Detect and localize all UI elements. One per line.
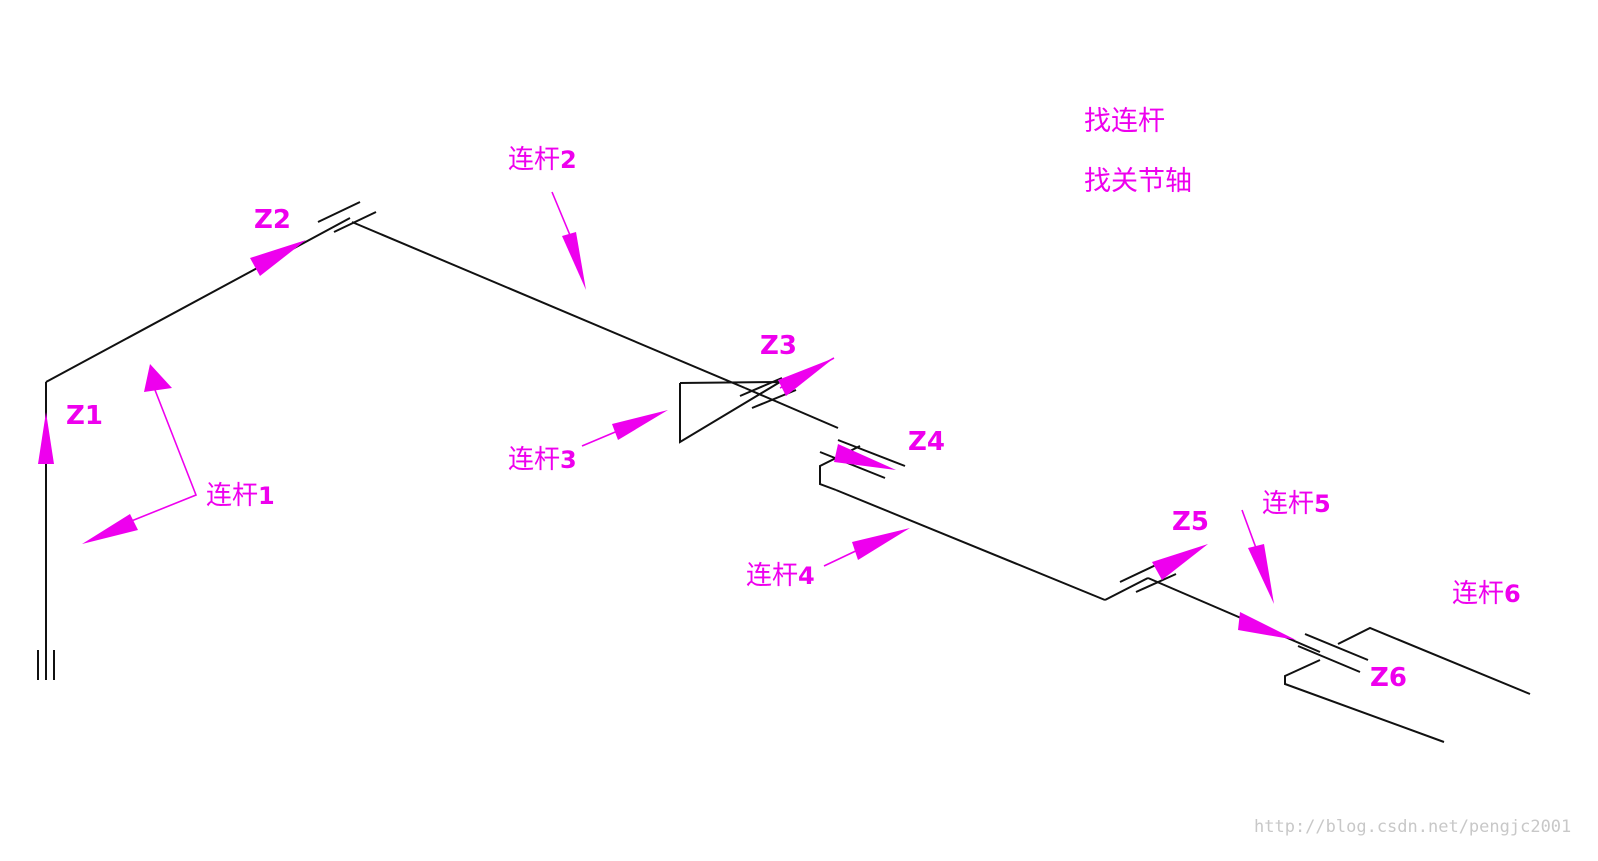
joint5-mark-a: [1119, 563, 1159, 583]
joint3-triangle: [679, 380, 784, 444]
link1-segment: [45, 217, 351, 383]
joint6-mark-a: [1304, 633, 1369, 661]
link-label-4-text: 连杆: [746, 561, 798, 591]
link-label-5-text: 连杆: [1262, 489, 1314, 519]
notes: 找连杆 找关节轴: [1084, 106, 1192, 197]
joint2-mark-b: [333, 211, 377, 233]
link-label-5: 连杆5: [1262, 489, 1331, 519]
link3-leader: [581, 429, 621, 447]
link-label-3: 连杆3: [508, 445, 577, 475]
z2-axis-arrow-icon: [250, 240, 306, 276]
link-label-3-num: 3: [560, 446, 577, 474]
link-label-1: 连杆1: [206, 481, 275, 511]
link1-arrow-up-icon: [144, 364, 172, 392]
link-label-2-text: 连杆: [508, 145, 560, 175]
link-label-6-num: 6: [1504, 580, 1521, 608]
link1-arrow-left-icon: [82, 514, 138, 544]
joint5-mark-b: [1135, 573, 1177, 593]
link5-arrow-icon: [1248, 544, 1274, 604]
z5-axis-arrow-icon: [1152, 544, 1208, 580]
joint-label-z6: Z6: [1370, 663, 1407, 693]
annotation-arrows: [38, 191, 1296, 640]
link-label-6-text: 连杆: [1452, 579, 1504, 609]
link4-arrow-icon: [852, 528, 910, 560]
joint-labels: Z1 Z2 Z3 Z4 Z5 Z6: [66, 205, 1407, 693]
link-label-5-num: 5: [1314, 490, 1331, 518]
note-find-axes: 找关节轴: [1084, 166, 1192, 197]
joint-label-z3: Z3: [760, 331, 797, 361]
link4-elbow: [1104, 577, 1149, 601]
joint6-mark-b: [1297, 645, 1361, 673]
z1-axis-arrow-icon: [38, 412, 54, 464]
link-label-1-text: 连杆: [206, 481, 258, 511]
link-labels: 连杆1 连杆2 连杆3 连杆4 连杆5 连杆6: [206, 145, 1521, 609]
joint-label-z5: Z5: [1172, 507, 1209, 537]
z6-axis-arrow-icon: [1238, 612, 1296, 640]
kinematic-chain: [37, 201, 1531, 743]
joint3-mark-a: [739, 377, 783, 397]
link-label-2-num: 2: [560, 146, 577, 174]
link5-leader: [1241, 509, 1257, 549]
joint4-mark-b: [819, 451, 886, 479]
link-label-2: 连杆2: [508, 145, 577, 175]
end-effector-upper: [1337, 626, 1531, 695]
z3-axis-arrow-icon: [778, 358, 834, 396]
note-find-links: 找连杆: [1084, 106, 1165, 137]
link4-segment: [835, 489, 1106, 601]
z4-axis-arrow-icon: [834, 444, 896, 470]
joint-label-z1: Z1: [66, 401, 103, 431]
link5-segment: [1147, 577, 1321, 653]
joint-label-z2: Z2: [254, 205, 291, 235]
link3-arrow-icon: [612, 410, 668, 440]
link-label-6: 连杆6: [1452, 579, 1521, 609]
link2-segment: [351, 221, 746, 389]
watermark: http://blog.csdn.net/pengjc2001: [1254, 817, 1571, 837]
link-label-3-text: 连杆: [508, 445, 560, 475]
link1-leader: [123, 389, 198, 525]
joint-label-z4: Z4: [908, 427, 945, 457]
link2-leader: [551, 191, 573, 241]
joint2-mark-a: [317, 201, 361, 223]
link-label-1-num: 1: [258, 482, 275, 510]
joint4-mark-a: [837, 439, 906, 467]
link-label-4: 连杆4: [746, 561, 815, 591]
link2-arrow-icon: [562, 232, 586, 290]
end-effector-lower: [1284, 659, 1445, 743]
link3-segment: [744, 387, 839, 429]
link-label-4-num: 4: [798, 562, 815, 590]
